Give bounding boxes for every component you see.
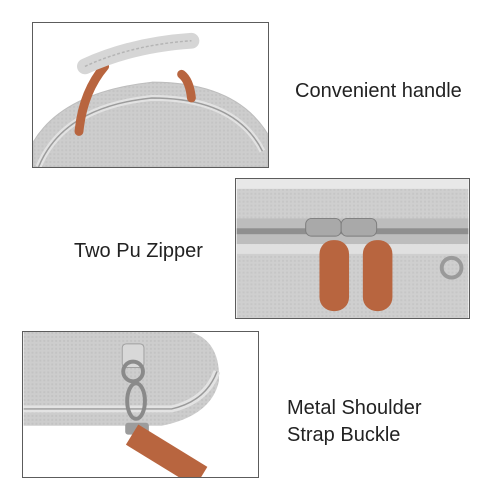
case-handle-image bbox=[33, 23, 268, 167]
strap-buckle-image bbox=[23, 332, 258, 477]
buckle-photo bbox=[22, 331, 259, 478]
zipper-caption: Two Pu Zipper bbox=[74, 240, 203, 262]
handle-caption: Convenient handle bbox=[295, 80, 462, 102]
zipper-photo bbox=[235, 178, 470, 319]
handle-photo bbox=[32, 22, 269, 168]
buckle-caption-line2: Strap Buckle bbox=[287, 424, 401, 446]
case-zipper-image bbox=[236, 179, 469, 318]
buckle-caption: Metal Shoulder Strap Buckle bbox=[287, 395, 422, 449]
buckle-caption-line1: Metal Shoulder bbox=[287, 397, 422, 419]
